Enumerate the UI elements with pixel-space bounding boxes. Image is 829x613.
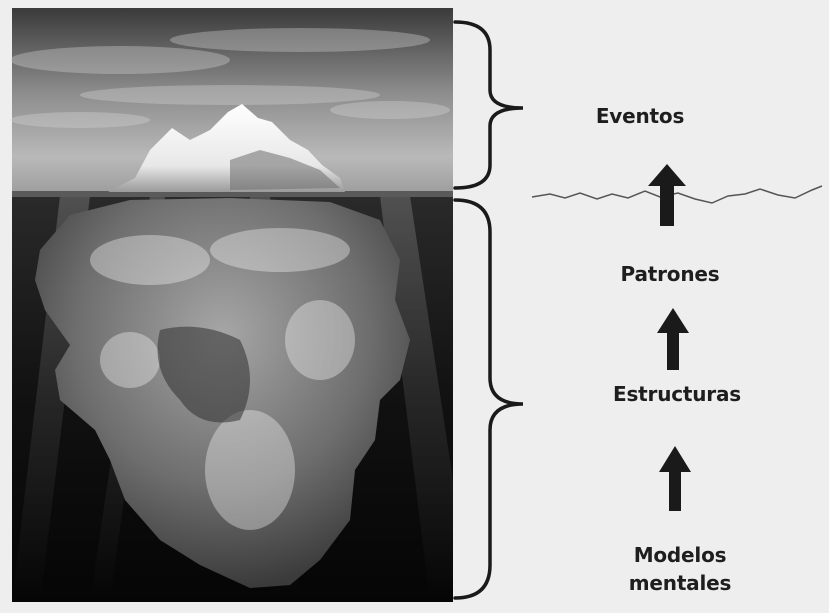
waterline (12, 191, 453, 197)
brace-below-water (453, 198, 524, 600)
label-patrones: Patrones (620, 262, 720, 286)
brace-above-water (453, 20, 524, 190)
water-surface-line (531, 185, 823, 204)
label-modelos-mentales: Modelos mentales (600, 541, 760, 597)
label-modelos-line2: mentales (628, 571, 732, 595)
label-estructuras: Estructuras (613, 382, 741, 406)
label-modelos-line1: Modelos (633, 543, 727, 567)
arrow-up-icon (657, 308, 689, 370)
ice-shadow (157, 326, 250, 423)
arrow-up-icon (648, 164, 686, 226)
label-eventos: Eventos (595, 104, 685, 128)
tip-shadow (230, 150, 340, 190)
ice-highlights (90, 228, 355, 530)
clouds (10, 28, 450, 128)
arrow-up-icon (659, 446, 691, 511)
